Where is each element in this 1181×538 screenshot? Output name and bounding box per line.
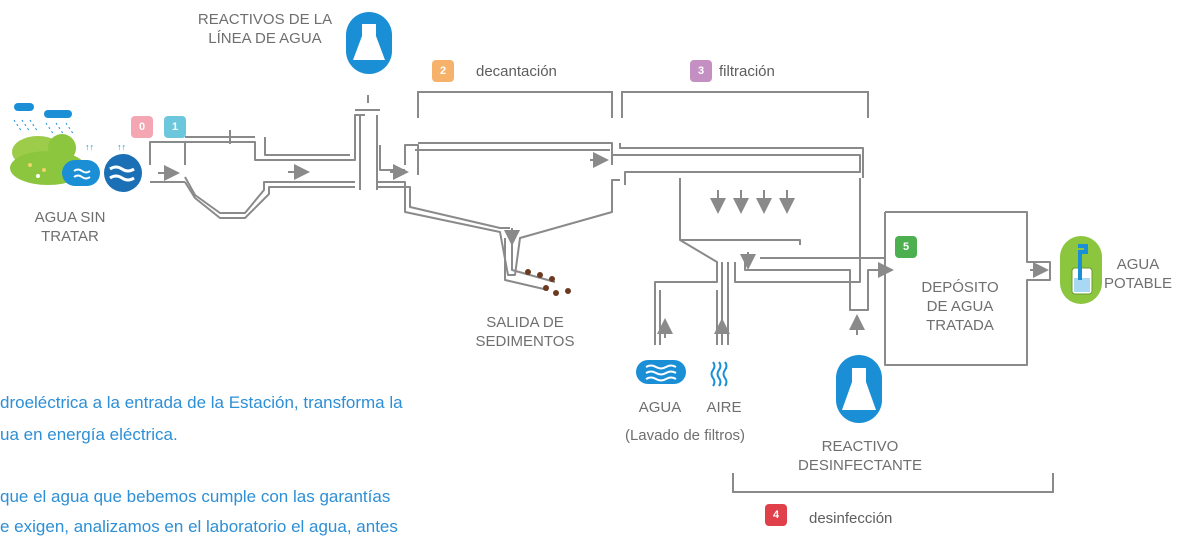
- agua-sin-tratar-line2: TRATAR: [41, 228, 99, 245]
- stage-3-badge: 3: [690, 60, 712, 82]
- paragraph-line-3: que el agua que bebemos cumple con las g…: [0, 487, 391, 506]
- lavado-filtros-label: (Lavado de filtros): [624, 427, 746, 444]
- salida-sedimentos-label: SALIDA DE SEDIMENTOS: [460, 313, 590, 351]
- agua-label: AGUA: [638, 399, 682, 416]
- svg-text:↑↑: ↑↑: [117, 142, 126, 152]
- deposito-label: DEPÓSITO DE AGUA TRATADA: [905, 278, 1015, 335]
- deposito-line2: DE AGUA: [926, 298, 994, 315]
- reactivos-label: REACTIVOS DE LA LÍNEA DE AGUA: [180, 10, 350, 48]
- stage-3-name: filtración: [719, 63, 775, 80]
- agua-potable-line1: AGUA: [1116, 256, 1160, 273]
- flow-arrows: [158, 152, 1049, 338]
- stage-2-name: decantación: [476, 63, 557, 80]
- reagent-flask-icon: [346, 12, 392, 74]
- deposito-line3: TRATADA: [926, 317, 994, 334]
- aire-label: AIRE: [706, 399, 742, 416]
- wash-water-icon: [636, 360, 686, 384]
- disinfectant-flask-icon: [836, 355, 882, 423]
- sediment-dots: [525, 269, 571, 296]
- svg-text:↑↑: ↑↑: [85, 142, 94, 152]
- raw-water-landscape-icon: ↑↑ ↑↑: [10, 103, 142, 192]
- stage-2-badge: 2: [432, 60, 454, 82]
- reactivo-desinfectante-label: REACTIVO DESINFECTANTE: [790, 437, 930, 475]
- agua-sin-tratar-label: AGUA SIN TRATAR: [25, 208, 115, 246]
- salida-sedimentos-line2: SEDIMENTOS: [475, 333, 575, 350]
- paragraph-line-2: ua en energía eléctrica.: [0, 425, 178, 444]
- stage-0-badge: 0: [131, 116, 153, 138]
- agua-potable-line2: POTABLE: [1103, 275, 1173, 292]
- stage-1-badge: 1: [164, 116, 186, 138]
- stage-4-badge: 4: [765, 504, 787, 526]
- salida-sedimentos-line1: SALIDA DE: [486, 314, 564, 331]
- stage-4-name: desinfección: [809, 510, 893, 527]
- paragraph-line-1: droeléctrica a la entrada de la Estación…: [0, 393, 403, 412]
- agua-potable-label: AGUA POTABLE: [1103, 255, 1173, 293]
- paragraph-line-4: e exigen, analizamos en el laboratorio e…: [0, 517, 398, 536]
- agua-sin-tratar-line1: AGUA SIN: [34, 209, 106, 226]
- reactivo-desinfectante-line1: REACTIVO: [821, 438, 899, 455]
- reactivos-label-line1: REACTIVOS DE LA: [197, 11, 333, 28]
- air-icon: [710, 361, 728, 387]
- reactivos-label-line2: LÍNEA DE AGUA: [208, 30, 322, 47]
- stage-brackets: [417, 91, 1054, 493]
- deposito-line1: DEPÓSITO: [921, 279, 999, 296]
- stage-5-badge: 5: [895, 236, 917, 258]
- reactivo-desinfectante-line2: DESINFECTANTE: [798, 457, 922, 474]
- drinking-water-icon: [1060, 236, 1102, 304]
